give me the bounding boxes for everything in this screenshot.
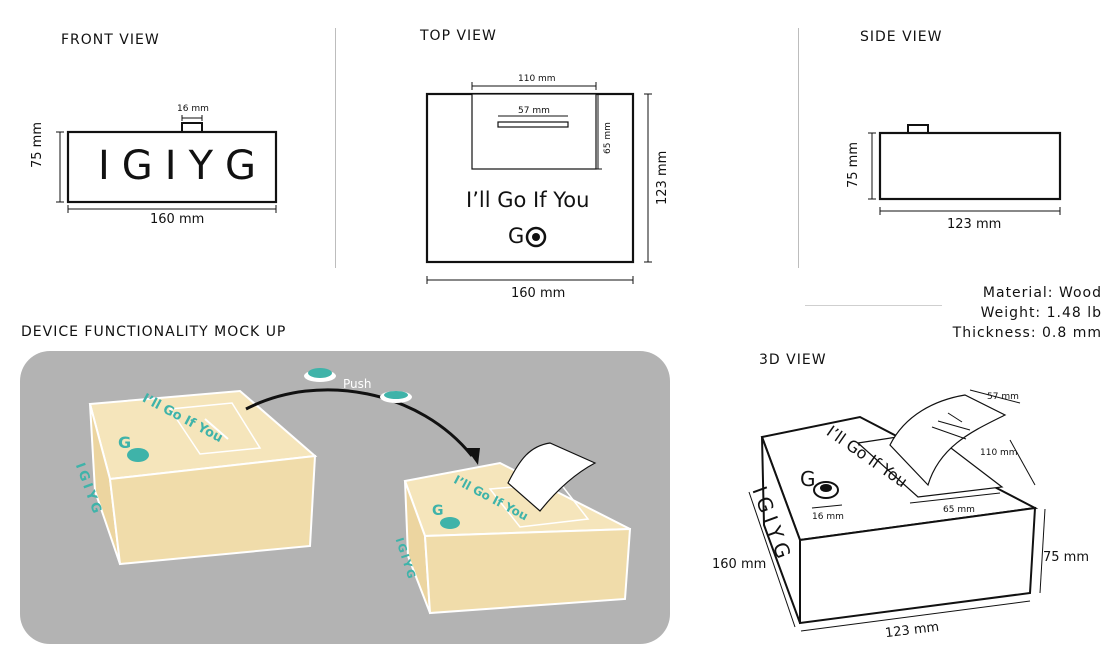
side-view-title: SIDE VIEW <box>860 29 943 45</box>
front-button-dim: 16 mm <box>177 104 209 114</box>
side-view-drawing <box>868 124 1062 215</box>
left-box-front <box>108 454 317 566</box>
front-view-drawing <box>56 115 278 213</box>
top-slot-depth-dim: 65 mm <box>603 122 613 154</box>
front-body-shape <box>66 130 278 204</box>
top-view-drawing <box>425 82 652 284</box>
side-length-dim: 123 mm <box>947 217 1002 232</box>
iso-width-dim: 160 mm <box>712 557 767 572</box>
divider-2 <box>798 28 799 268</box>
weight-spec: Weight: 1.48 lb <box>980 305 1102 321</box>
specs-divider <box>805 305 942 306</box>
thickness-spec: Thickness: 0.8 mm <box>952 325 1102 341</box>
view-3d-drawing <box>748 389 1046 632</box>
iso-slot-depth-dim: 65 mm <box>943 505 975 515</box>
left-box-go: G <box>118 433 132 452</box>
iso-front-face <box>799 506 1037 625</box>
top-slit-shape <box>497 121 569 128</box>
iso-go-text: G <box>800 467 816 491</box>
left-box-button-icon <box>127 448 149 462</box>
iso-height-dim: 75 mm <box>1043 550 1090 565</box>
mockup-panel: Push I’ll Go If You G IGIYG I’ll Go If Y… <box>20 351 670 644</box>
front-width-dim: 160 mm <box>150 212 205 227</box>
top-slot-shape <box>471 93 597 170</box>
material-spec: Material: Wood <box>982 285 1102 301</box>
push-label: Push <box>343 377 372 391</box>
iso-button-dim: 16 mm <box>812 512 844 522</box>
front-height-dim: 75 mm <box>30 121 45 168</box>
view-3d-title: 3D VIEW <box>759 352 827 368</box>
top-slit-width-dim: 57 mm <box>518 106 550 116</box>
divider-1 <box>335 28 336 268</box>
side-body-shape <box>878 131 1062 201</box>
side-height-dim: 75 mm <box>846 141 861 188</box>
right-box-go: G <box>432 503 444 519</box>
iso-slot-width-dim: 110 mm <box>980 448 1018 458</box>
right-box-front <box>423 527 632 615</box>
right-box-button-icon <box>440 517 460 529</box>
go-target-icon <box>525 226 547 248</box>
top-slot-width-dim: 110 mm <box>518 74 556 84</box>
top-slogan: I’ll Go If You <box>466 188 590 212</box>
front-brand: IGIYG <box>98 143 269 189</box>
side-button-shape <box>907 124 929 134</box>
iso-paper <box>889 394 1007 487</box>
top-go-text: G <box>508 224 525 248</box>
mockup-drawing <box>88 368 632 615</box>
top-view-title: TOP VIEW <box>420 28 497 44</box>
receipt-shape <box>507 442 597 512</box>
mockup-arrow <box>245 388 474 457</box>
specs-block: Material: Wood Weight: 1.48 lb Thickness… <box>953 283 1102 343</box>
top-width-dim: 160 mm <box>511 286 566 301</box>
mockup-title: DEVICE FUNCTIONALITY MOCK UP <box>21 324 287 340</box>
iso-slit-dim: 57 mm <box>987 392 1019 402</box>
front-button-shape <box>181 122 203 133</box>
top-depth-dim: 123 mm <box>655 150 670 205</box>
front-view-title: FRONT VIEW <box>61 32 160 48</box>
